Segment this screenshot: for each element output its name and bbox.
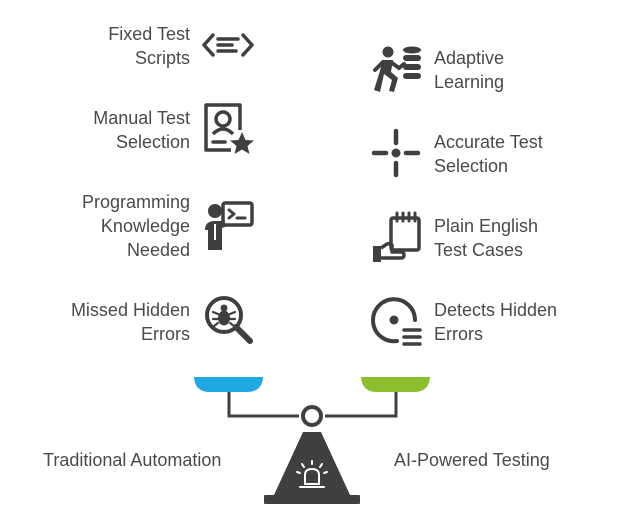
scale-pivot (301, 405, 323, 427)
left-pan (194, 377, 263, 392)
disc-list-icon (371, 297, 422, 346)
right-item-label-1: Adaptive Learning (434, 48, 505, 92)
scale-beam-right (325, 392, 398, 418)
right-item-label-3: Plain English Test Cases (434, 216, 539, 260)
traditional-automation-label: Traditional Automation (43, 450, 222, 470)
person-terminal-icon (205, 201, 254, 250)
runner-database-icon (373, 46, 421, 92)
scale-beam (227, 392, 299, 418)
scale-foot (264, 495, 360, 504)
crosshair-icon (371, 128, 421, 178)
right-pan (361, 377, 430, 392)
left-right-code-arrows-icon (202, 33, 254, 57)
right-item-label-4: Detects Hidden Errors (434, 300, 558, 344)
ai-powered-testing-label: AI-Powered Testing (394, 450, 550, 470)
left-item-label-4: Missed Hidden Errors (70, 300, 190, 344)
left-item-label-1: Fixed Test Scripts (108, 24, 190, 68)
left-item-label-2: Manual Test Selection (93, 108, 190, 152)
bug-magnifier-icon (205, 296, 253, 344)
id-card-star-icon (204, 103, 254, 154)
bulb-icon (296, 460, 328, 488)
left-item-label-3: Programming Knowledge Needed (81, 192, 190, 260)
hand-notepad-icon (373, 211, 421, 262)
right-item-label-2: Accurate Test Selection (434, 132, 543, 176)
